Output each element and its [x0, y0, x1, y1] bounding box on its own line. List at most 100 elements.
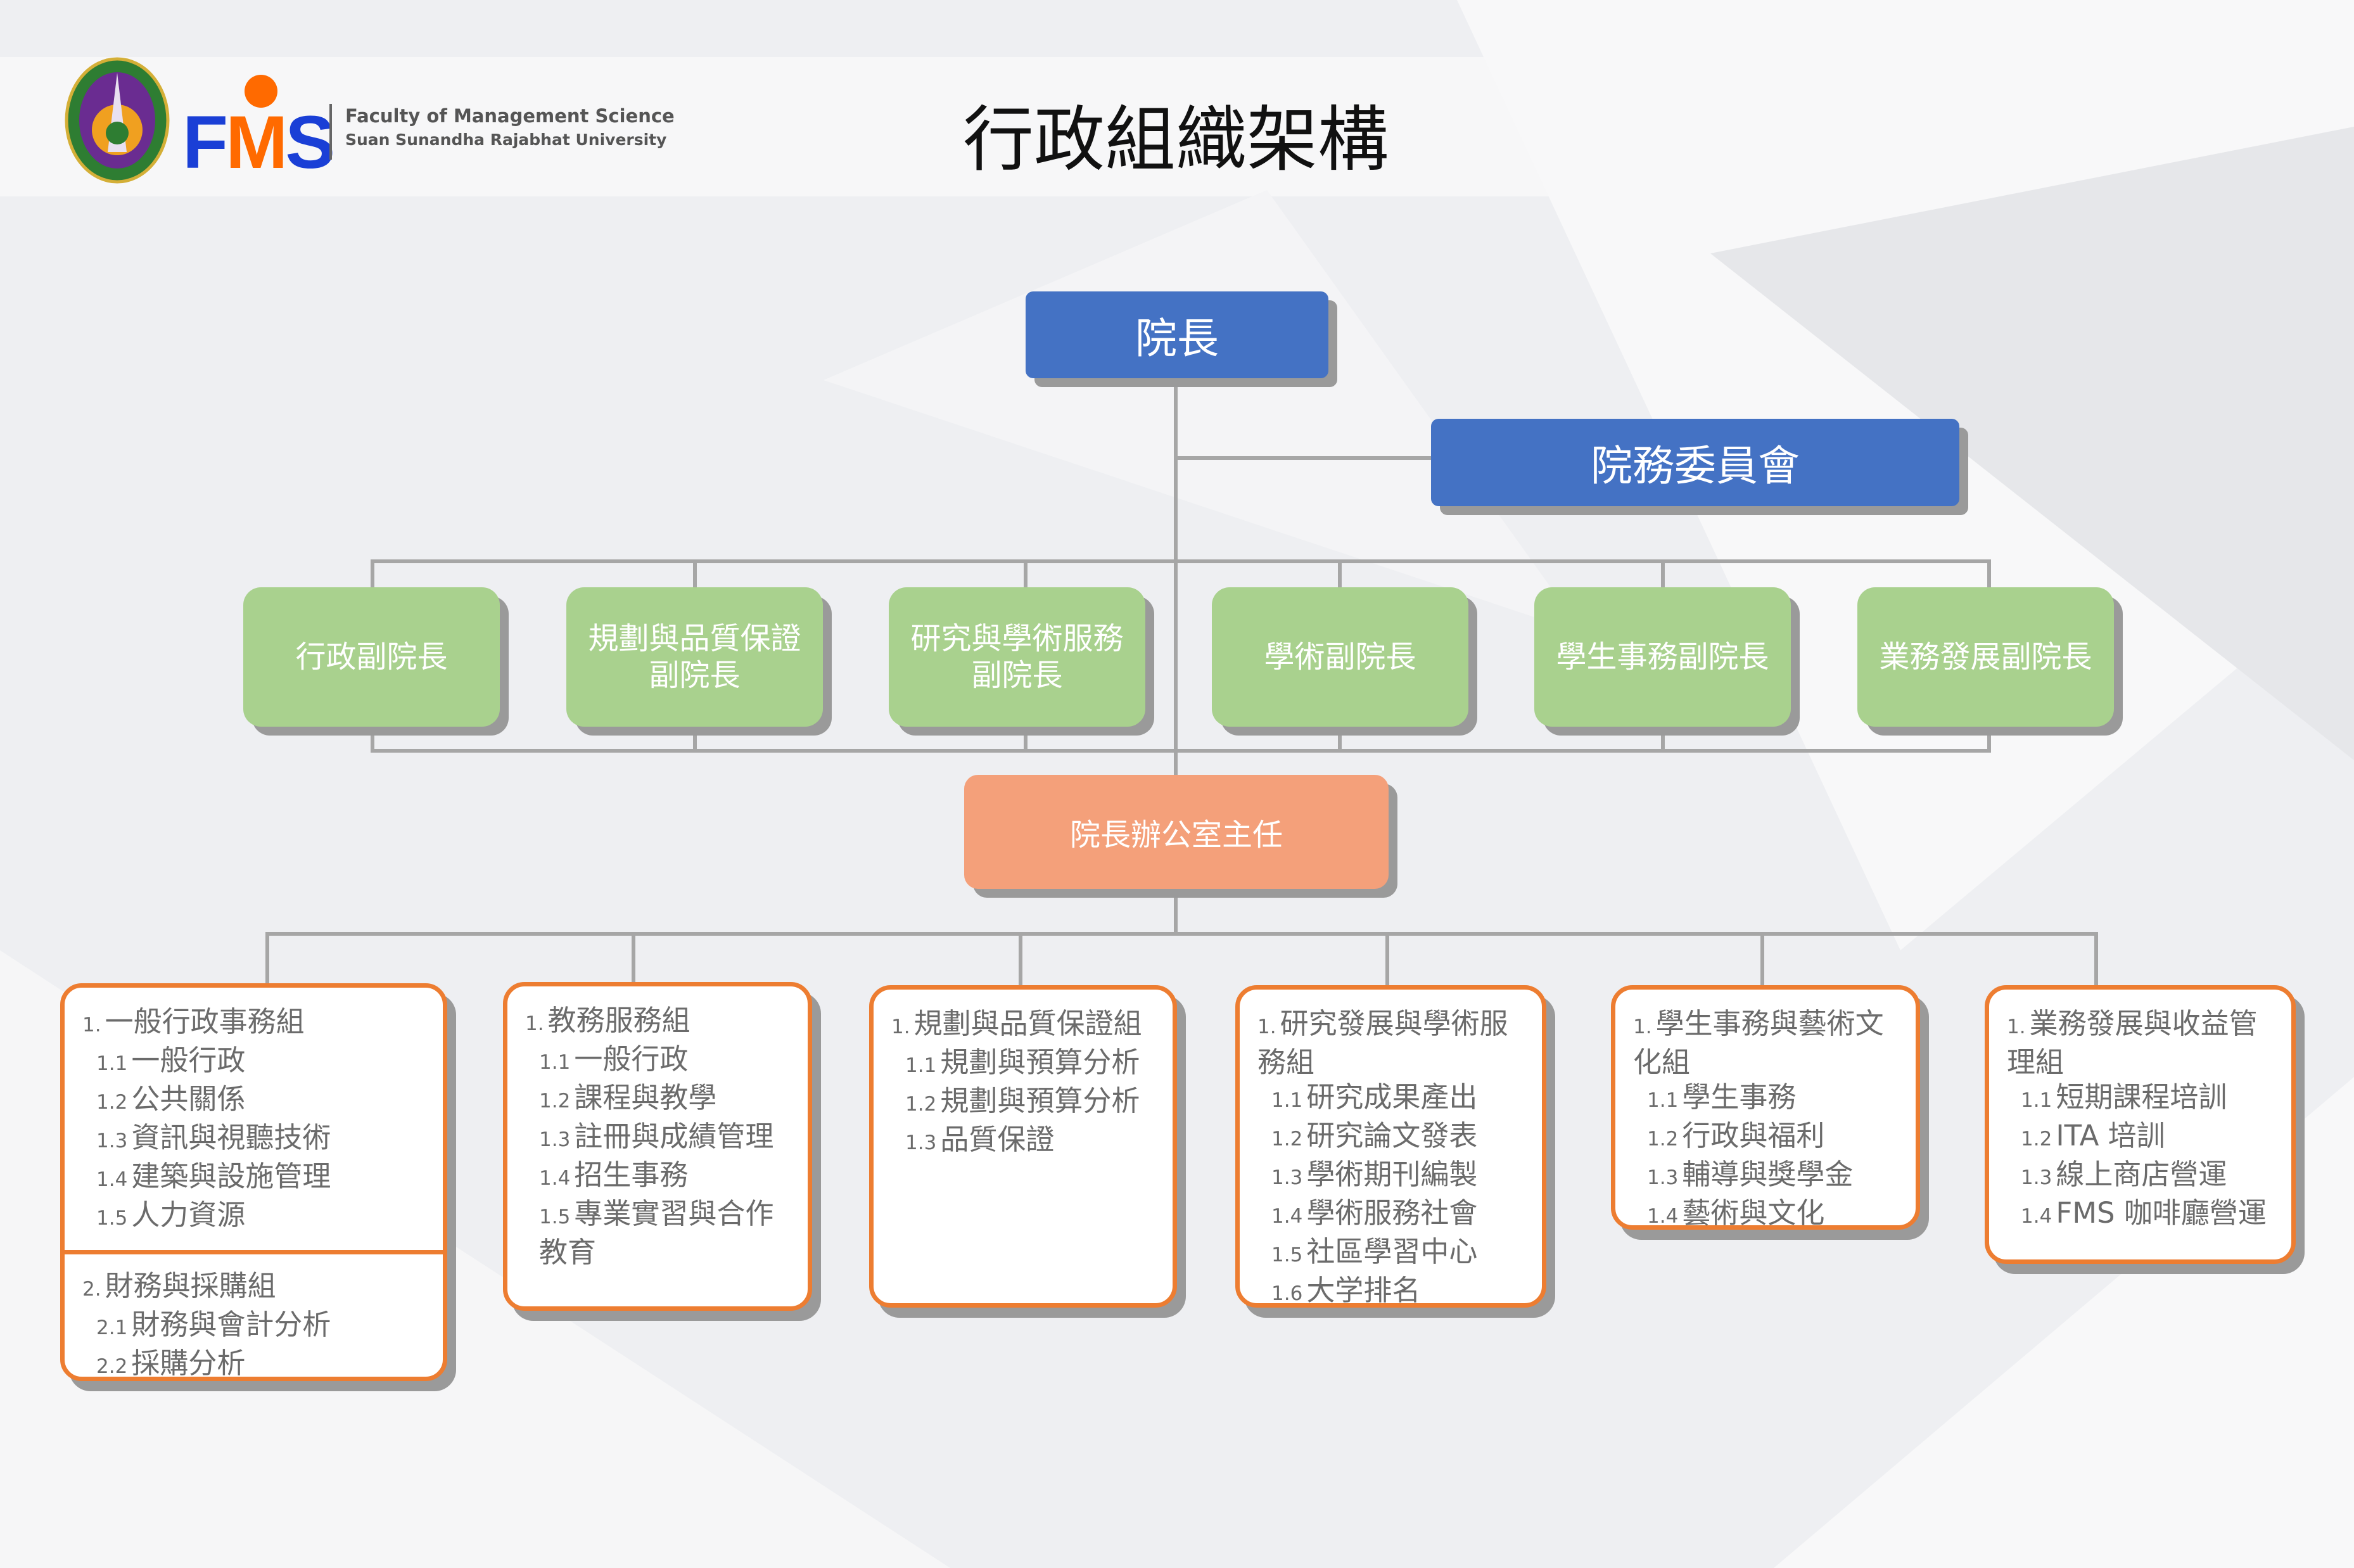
group-number: 1.	[2007, 1016, 2026, 1038]
item-label: 研究成果產出	[1306, 1080, 1478, 1114]
item-label: ITA 培訓	[2056, 1119, 2165, 1152]
committee-box: 院務委員會	[1431, 419, 1959, 506]
group-title: 2.財務與採購組	[82, 1268, 425, 1307]
connector	[1019, 932, 1022, 986]
item-label: 資訊與視聽技術	[131, 1121, 331, 1154]
item-label: 規劃與預算分析	[940, 1084, 1140, 1118]
university-seal-icon	[65, 57, 170, 184]
item-number: 1.4	[1647, 1205, 1679, 1228]
item-label: 學術期刊編製	[1306, 1157, 1478, 1191]
connector	[632, 932, 635, 986]
group-divider	[65, 1250, 443, 1254]
item-label: 研究論文發表	[1306, 1119, 1478, 1152]
item-label: 規劃與預算分析	[940, 1045, 1140, 1079]
vice-dean-box: 業務發展副院長	[1857, 587, 2114, 727]
item-number: 2.1	[96, 1316, 128, 1339]
group-title: 1.規劃與品質保證組	[891, 1006, 1155, 1045]
item-label: 行政與福利	[1682, 1119, 1825, 1152]
group-number: 2.	[82, 1278, 101, 1301]
item-number: 1.1	[905, 1054, 937, 1077]
connector	[265, 932, 2098, 936]
group-title-text: 教務服務組	[547, 1004, 690, 1037]
item-label: 藝術與文化	[1682, 1196, 1825, 1230]
item-number: 1.4	[2021, 1205, 2052, 1228]
group-title: 1.一般行政事務組	[82, 1004, 425, 1043]
item-label: 課程與教學	[574, 1081, 717, 1114]
item-number: 1.3	[96, 1130, 128, 1152]
item-label: FMS 咖啡廳營運	[2056, 1196, 2267, 1230]
vice-dean-box: 研究與學術服務副院長	[889, 587, 1145, 727]
connector	[371, 559, 1991, 563]
item-number: 1.3	[539, 1128, 571, 1151]
item-label: 人力資源	[131, 1198, 246, 1232]
item-label: 短期課程培訓	[2056, 1080, 2227, 1114]
connector	[1174, 456, 1434, 460]
item-label: 品質保證	[940, 1123, 1055, 1156]
vice-dean-box: 學生事務副院長	[1534, 587, 1791, 727]
item-number: 1.5	[1271, 1244, 1303, 1266]
item-number: 1.3	[2021, 1166, 2052, 1189]
item-number: 1.1	[96, 1052, 128, 1075]
item-label: 採購分析	[131, 1346, 246, 1380]
group-title: 1.學生事務與藝術文化組	[1633, 1006, 1898, 1080]
item-label: 輔導與獎學金	[1682, 1157, 1854, 1191]
item-label: 財務與會計分析	[131, 1308, 331, 1341]
item-number: 1.4	[1271, 1205, 1303, 1228]
connector	[2094, 932, 2098, 986]
item-label: 招生事務	[574, 1158, 689, 1192]
item-number: 1.1	[2021, 1089, 2052, 1112]
group-title: 1.教務服務組	[525, 1003, 790, 1042]
connector	[1760, 932, 1764, 986]
item-number: 1.4	[96, 1168, 128, 1191]
item-number: 1.2	[539, 1090, 571, 1112]
item-label: 線上商店營運	[2056, 1157, 2227, 1191]
dean-box: 院長	[1026, 291, 1328, 378]
item-number: 1.2	[96, 1091, 128, 1114]
group-title-text: 學生事務與藝術文化組	[1633, 1007, 1884, 1079]
item-number: 1.3	[1271, 1166, 1303, 1189]
fms-logo: FMS	[182, 75, 335, 182]
item-label: 建築與設施管理	[131, 1159, 331, 1193]
group-number: 1.	[1257, 1016, 1276, 1038]
item-number: 1.5	[539, 1206, 571, 1228]
group-number: 1.	[525, 1012, 544, 1035]
item-label: 大学排名	[1306, 1273, 1421, 1307]
group-number: 1.	[82, 1014, 101, 1036]
office-director-box: 院長辦公室主任	[964, 775, 1389, 889]
connector	[265, 932, 269, 986]
page-title: 行政組織架構	[963, 99, 1389, 181]
item-number: 1.1	[539, 1051, 571, 1074]
group-title: 1.業務發展與收益管理組	[2007, 1006, 2274, 1080]
item-number: 1.2	[1647, 1128, 1679, 1151]
group-title-text: 業務發展與收益管理組	[2007, 1007, 2258, 1079]
item-number: 1.3	[1647, 1166, 1679, 1189]
item-number: 1.5	[96, 1207, 128, 1230]
faculty-name: Faculty of Management Science	[345, 105, 675, 127]
